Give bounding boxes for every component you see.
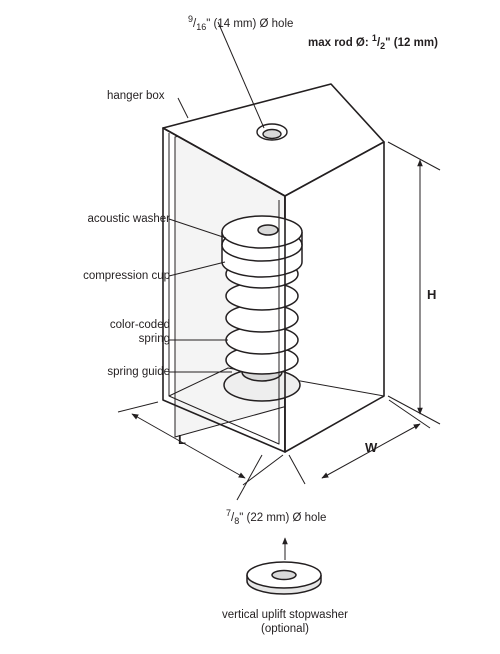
box-bottom-plate [168,367,385,397]
bottom-hole-denominator: 8 [234,516,240,527]
bottom-hole-numerator: 7 [226,508,232,518]
max-rod-prefix: max rod Ø: [308,36,369,49]
leader-lines [168,21,265,373]
height-label: H [427,287,437,302]
compression-cup-label: compression cup [83,270,170,282]
length-dimension [117,401,284,486]
bottom-hole-text: " (22 mm) Ø hole [239,511,327,524]
stopwasher-label: vertical uplift stopwasher (optional) [150,608,420,636]
stopwasher-line1: vertical uplift stopwasher [222,609,348,621]
width-label: W [365,440,378,455]
bottom-hole-leader [236,454,263,501]
color-coded-line2: spring [138,333,170,345]
acoustic-washer-label: acoustic washer [87,213,170,225]
max-rod-denominator: 2 [380,41,386,52]
top-hole-label: 9/16" (14 mm) Ø hole [188,14,294,33]
hanger-box-label: hanger box [107,90,165,102]
bottom-hole-label: 7/8" (22 mm) Ø hole [226,508,327,527]
length-label: L [178,432,186,447]
top-hole-denominator: 16 [196,22,207,33]
max-rod-numerator: 1 [371,33,377,43]
color-coded-spring-label: color-coded spring [70,318,170,346]
box-right-panel [284,141,385,453]
width-dimension [288,399,431,485]
stopwasher-line2: (optional) [261,623,309,635]
spring-assembly [221,215,303,402]
max-rod-label: max rod Ø: 1/2" (12 mm) [308,33,438,52]
stopwasher [246,537,322,595]
max-rod-text: " (12 mm) [385,36,438,49]
spring-guide-label: spring guide [107,366,170,378]
top-hole [256,123,288,141]
top-hole-numerator: 9 [188,14,194,24]
color-coded-line1: color-coded [109,319,170,331]
top-hole-text: " (14 mm) Ø hole [206,17,294,30]
height-dimension [387,141,441,425]
